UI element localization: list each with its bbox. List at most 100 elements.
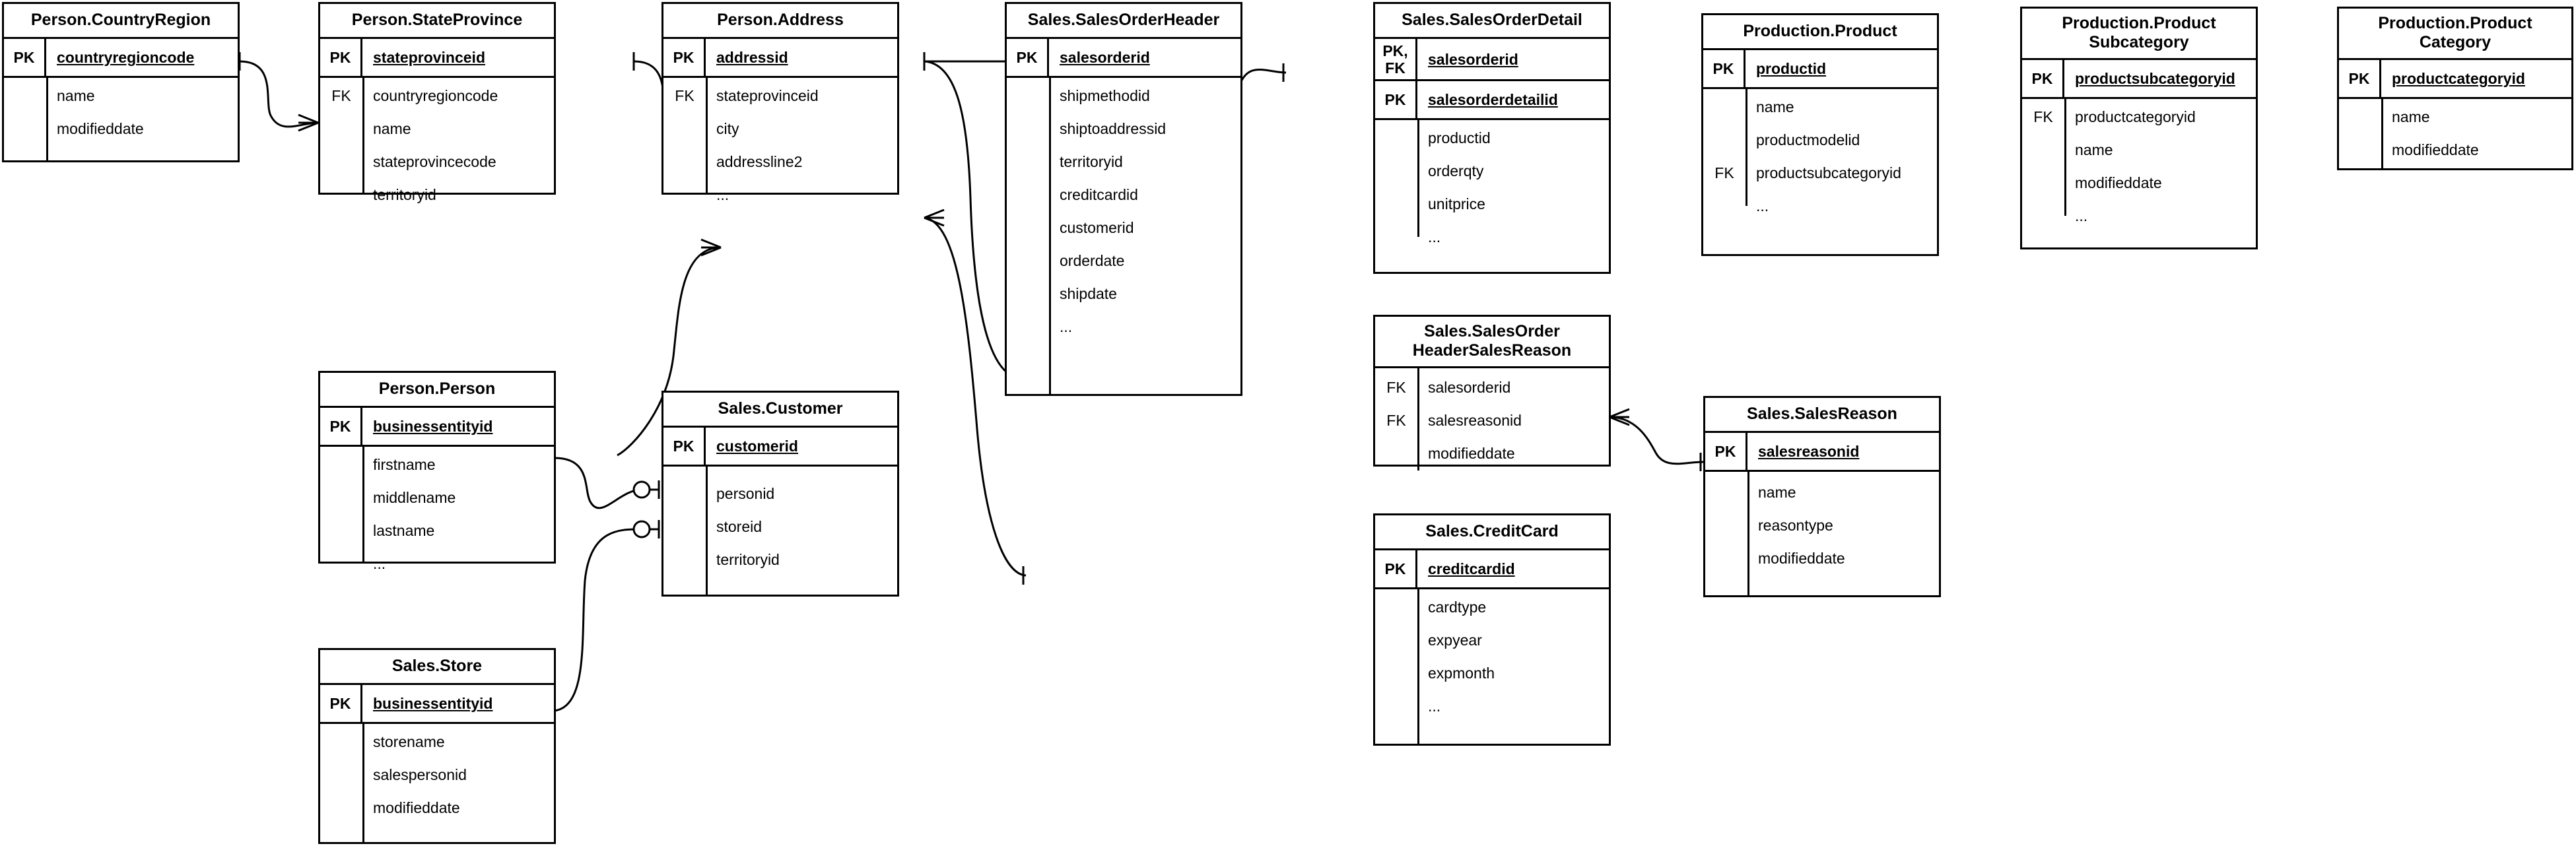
- entity-person-address[interactable]: Person.Address PK addressid FK stateprov…: [661, 2, 899, 203]
- pk-row[interactable]: PK salesreasonid: [1705, 433, 1939, 470]
- entity-production-productsubcategory[interactable]: Production.Product Subcategory PK produc…: [2020, 7, 2258, 249]
- key-tag: PK: [1375, 550, 1417, 587]
- attribute-row[interactable]: reasontype: [1705, 501, 1939, 534]
- key-tag: PK: [1705, 433, 1747, 470]
- entity-sales-customer[interactable]: Sales.Customer PK customerid personid st…: [661, 391, 899, 597]
- attribute-name: ...: [1428, 698, 1441, 715]
- pk-row[interactable]: PK salesorderid: [1007, 39, 1240, 76]
- entity-person-countryregion[interactable]: Person.CountryRegion PK countryregioncod…: [2, 2, 240, 162]
- key-tag: PK: [320, 685, 362, 722]
- attribute-row[interactable]: productmodelid: [1703, 115, 1937, 148]
- attribute-row[interactable]: customerid: [1007, 203, 1240, 236]
- attribute-row[interactable]: storeid: [663, 502, 897, 535]
- pk-row[interactable]: PK, FK salesorderid: [1375, 39, 1609, 81]
- attribute-row[interactable]: productid: [1375, 120, 1609, 146]
- entity-sales-salesorderdetail[interactable]: Sales.SalesOrderDetail PK, FK salesorder…: [1373, 2, 1611, 274]
- attribute-row[interactable]: orderdate: [1007, 236, 1240, 269]
- pk-row[interactable]: PK customerid: [663, 428, 897, 465]
- attribute-row[interactable]: storename: [320, 724, 554, 750]
- attribute-row[interactable]: firstname: [320, 447, 554, 473]
- key-tag: PK: [1007, 39, 1049, 76]
- attribute-row[interactable]: shipmethodid: [1007, 78, 1240, 104]
- attribute-row[interactable]: expyear: [1375, 616, 1609, 649]
- attribute-row[interactable]: middlename: [320, 473, 554, 506]
- attribute-row[interactable]: ...: [1007, 302, 1240, 335]
- attribute-row[interactable]: modifieddate: [4, 104, 238, 137]
- pk-row[interactable]: PK creditcardid: [1375, 550, 1609, 587]
- attribute-row[interactable]: FK salesreasonid: [1375, 396, 1609, 429]
- attribute-row[interactable]: lastname: [320, 506, 554, 539]
- pk-row[interactable]: PK productcategoryid: [2339, 60, 2571, 97]
- attribute-row[interactable]: ...: [320, 539, 554, 572]
- pk-row[interactable]: PK businessentityid: [320, 408, 554, 445]
- attribute-row[interactable]: modifieddate: [320, 783, 554, 816]
- attribute-row[interactable]: name: [1703, 89, 1937, 115]
- attribute-row[interactable]: territoryid: [1007, 137, 1240, 170]
- attribute-row[interactable]: name: [4, 78, 238, 104]
- attribute-row[interactable]: territoryid: [663, 535, 897, 568]
- attribute-row[interactable]: stateprovincecode: [320, 137, 554, 170]
- attribute-row[interactable]: modifieddate: [2022, 158, 2256, 191]
- key-tag: PK: [2022, 60, 2064, 97]
- field-name: productsubcategoryid: [2075, 70, 2235, 87]
- attribute-row[interactable]: salespersonid: [320, 750, 554, 783]
- key-tag: PK: [2339, 60, 2381, 97]
- attribute-row[interactable]: ...: [1375, 212, 1609, 245]
- attribute-row[interactable]: orderqty: [1375, 146, 1609, 179]
- entity-sales-salesorderheader[interactable]: Sales.SalesOrderHeader PK salesorderid s…: [1005, 2, 1242, 396]
- pk-section: PK countryregioncode: [4, 39, 238, 78]
- attribute-row[interactable]: ...: [1375, 682, 1609, 715]
- attribute-row[interactable]: name: [1705, 472, 1939, 501]
- entity-person-person[interactable]: Person.Person PK businessentityid firstn…: [318, 371, 556, 572]
- attribute-row[interactable]: personid: [663, 467, 897, 502]
- entity-production-product[interactable]: Production.Product PK productid name pro…: [1701, 13, 1939, 256]
- pk-row[interactable]: PK businessentityid: [320, 685, 554, 722]
- attribute-row[interactable]: cardtype: [1375, 589, 1609, 616]
- attribute-row[interactable]: shipdate: [1007, 269, 1240, 302]
- entity-sales-creditcard[interactable]: Sales.CreditCard PK creditcardid cardtyp…: [1373, 513, 1611, 746]
- attributes-section: name productmodelid FK productsubcategor…: [1703, 89, 1937, 214]
- attribute-row[interactable]: ...: [1703, 181, 1937, 214]
- attribute-row[interactable]: unitprice: [1375, 179, 1609, 212]
- pk-section: PK customerid: [663, 428, 897, 467]
- pk-row[interactable]: PK productid: [1703, 50, 1937, 87]
- entity-sales-salesorderheadersalesreason[interactable]: Sales.SalesOrder HeaderSalesReason FK sa…: [1373, 315, 1611, 471]
- attribute-row[interactable]: FK productcategoryid: [2022, 99, 2256, 125]
- attribute-row[interactable]: name: [2339, 99, 2571, 125]
- entity-production-productcategory[interactable]: Production.Product Category PK productca…: [2337, 7, 2573, 170]
- attribute-name: modifieddate: [2075, 174, 2162, 191]
- field-name: creditcardid: [1428, 560, 1515, 577]
- attribute-row[interactable]: expmonth: [1375, 649, 1609, 682]
- entity-person-stateprovince[interactable]: Person.StateProvince PK stateprovinceid …: [318, 2, 556, 203]
- entity-sales-salesreason[interactable]: Sales.SalesReason PK salesreasonid name …: [1703, 396, 1941, 597]
- attribute-row[interactable]: modifieddate: [1705, 534, 1939, 567]
- attribute-row[interactable]: modifieddate: [2339, 125, 2571, 158]
- attribute-row[interactable]: FK productsubcategoryid: [1703, 148, 1937, 181]
- pk-section: PK salesreasonid: [1705, 433, 1939, 472]
- attributes-section: storename salespersonid modifieddate: [320, 724, 554, 844]
- attribute-row[interactable]: FK countryregioncode: [320, 78, 554, 104]
- pk-row[interactable]: PK addressid: [663, 39, 897, 76]
- attribute-name: productid: [1428, 129, 1491, 146]
- attribute-name: firstname: [373, 456, 436, 473]
- attribute-row[interactable]: addressline2: [663, 137, 897, 170]
- attribute-row[interactable]: name: [2022, 125, 2256, 158]
- attribute-row[interactable]: creditcardid: [1007, 170, 1240, 203]
- attribute-row[interactable]: ...: [2022, 191, 2256, 224]
- attribute-row[interactable]: shiptoaddressid: [1007, 104, 1240, 137]
- pk-row[interactable]: PK countryregioncode: [4, 39, 238, 76]
- attribute-row[interactable]: ...: [663, 170, 897, 203]
- link-store-customer: [554, 528, 642, 712]
- entity-sales-store[interactable]: Sales.Store PK businessentityid storenam…: [318, 648, 556, 844]
- pk-row[interactable]: PK stateprovinceid: [320, 39, 554, 76]
- attribute-row[interactable]: FK stateprovinceid: [663, 78, 897, 104]
- attribute-row[interactable]: modifieddate: [1375, 429, 1609, 462]
- pk-row[interactable]: PK productsubcategoryid: [2022, 60, 2256, 97]
- entity-title: Production.Product Category: [2339, 9, 2571, 60]
- link-countryregion-stateprovince: [239, 60, 319, 128]
- attribute-row[interactable]: name: [320, 104, 554, 137]
- attribute-row[interactable]: FK salesorderid: [1375, 368, 1609, 396]
- attribute-row[interactable]: territoryid: [320, 170, 554, 203]
- pk-row[interactable]: PK salesorderdetailid: [1375, 81, 1609, 118]
- attribute-row[interactable]: city: [663, 104, 897, 137]
